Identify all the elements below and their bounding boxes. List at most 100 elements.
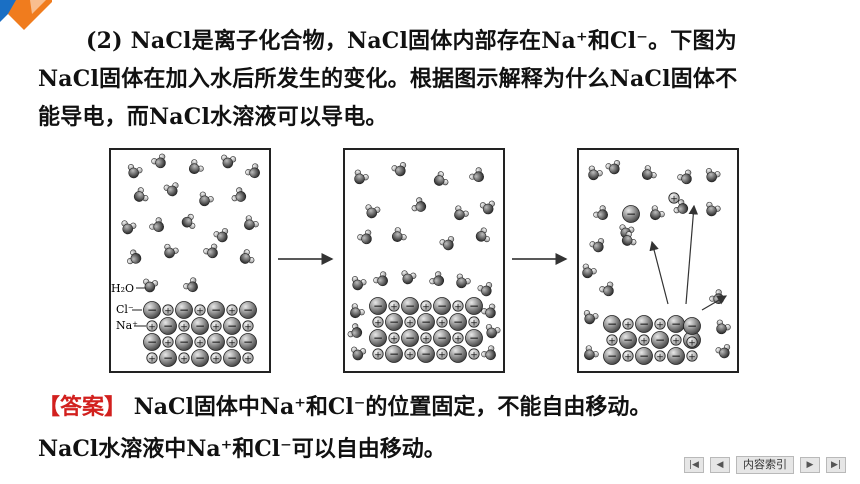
water-molecule [127,164,143,179]
sodium-ion: + [210,320,222,333]
sodium-ion: + [468,316,480,329]
first-page-button[interactable]: |◀ [684,457,704,473]
water-molecule [164,243,179,259]
svg-text:−: − [607,317,617,331]
svg-text:−: − [243,335,253,349]
sodium-ion: + [194,336,206,349]
chloride-ion: − [207,333,225,351]
svg-text:+: + [180,323,188,333]
chloride-ion: − [465,329,483,347]
water-molecule [582,263,597,279]
chloride-ion: − [239,333,257,351]
water-molecule [641,165,657,180]
svg-text:−: − [243,303,253,317]
water-molecule [673,199,689,214]
water-molecule [469,167,485,183]
sodium-ion: + [388,300,400,313]
chloride-ion: − [223,317,241,335]
chloride-ion: − [651,331,669,349]
chloride-ion: − [159,349,177,367]
water-molecule [391,227,407,242]
sodium-ion: + [622,350,634,363]
svg-text:+: + [164,307,172,317]
svg-text:−: − [607,349,617,363]
sodium-ion: + [404,348,416,361]
svg-text:+: + [672,337,680,347]
svg-text:+: + [656,353,664,363]
svg-text:−: − [639,349,649,363]
sodium-ion: + [622,318,634,331]
water-molecule [199,191,214,207]
svg-text:−: − [373,299,383,313]
svg-text:−: − [421,315,431,329]
sodium-ion: + [606,334,618,347]
svg-text:−: − [469,331,479,345]
svg-text:+: + [228,307,236,317]
svg-text:+: + [212,355,220,365]
water-molecule [351,276,367,291]
svg-text:+: + [244,323,252,333]
svg-text:+: + [212,323,220,333]
svg-text:−: − [623,333,633,347]
content-index-button[interactable]: 内容索引 [736,456,794,474]
chloride-ion: − [603,347,621,365]
chloride-ion: − [667,315,685,333]
chloride-ion: − [449,345,467,363]
next-page-button[interactable]: ▶ [800,457,820,473]
water-molecule [183,277,198,293]
svg-text:+: + [148,355,156,365]
sodium-ion: + [686,350,698,363]
chloride-ion: − [603,315,621,333]
release-arrow-1 [649,240,669,305]
svg-text:−: − [405,331,415,345]
water-molecule [706,201,721,217]
water-molecule [584,345,599,361]
sodium-ion: + [372,348,384,361]
sodium-ion: + [638,334,650,347]
svg-text:+: + [470,319,478,329]
sodium-ion: + [162,336,174,349]
svg-text:+: + [196,307,204,317]
chloride-ion: − [417,345,435,363]
sodium-ion: + [178,320,190,333]
question-text: (2) NaCl是离子化合物，NaCl固体内部存在Na⁺和Cl⁻。下图为 NaC… [38,22,828,136]
chloride-ion: − [239,301,257,319]
label-cl: Cl⁻ [116,303,134,316]
water-molecule [588,165,603,181]
svg-text:+: + [196,339,204,349]
water-molecule [429,271,445,286]
svg-text:−: − [655,333,665,347]
svg-text:+: + [688,353,696,363]
water-molecule [599,281,614,297]
water-molecule [589,238,605,253]
svg-text:+: + [244,355,252,365]
chloride-ion: − [667,347,685,365]
water-molecule [479,200,495,215]
water-molecule [583,310,599,325]
svg-text:+: + [390,303,398,313]
chloride-ion: − [465,297,483,315]
prev-page-button[interactable]: ◀ [710,457,730,473]
water-molecule [245,163,260,179]
last-page-button[interactable]: ▶| [826,457,846,473]
sodium-ion: + [404,316,416,329]
water-molecule [373,271,388,287]
water-molecule [357,229,372,245]
answer-line-2: NaCl水溶液中Na⁺和Cl⁻可以自由移动。 [38,436,446,462]
sodium-ion: + [654,350,666,363]
chloride-ion: − [191,317,209,335]
svg-text:−: − [195,319,205,333]
svg-text:+: + [670,195,678,205]
water-molecule [231,187,247,202]
chloride-ion: − [433,329,451,347]
sodium-ion: + [420,332,432,345]
svg-text:−: − [453,347,463,361]
water-molecule [477,282,493,297]
chloride-ion: − [223,349,241,367]
water-molecule [605,160,621,175]
water-molecule [350,303,365,319]
svg-text:+: + [624,321,632,331]
water-molecule [365,204,381,219]
water-molecule [188,159,204,175]
